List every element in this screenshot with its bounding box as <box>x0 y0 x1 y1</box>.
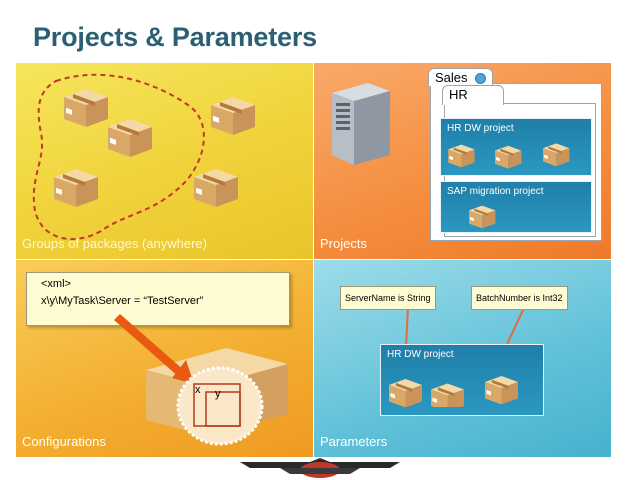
package-box-icon <box>64 89 108 127</box>
package-box-icon <box>211 97 255 135</box>
packages-panel: Groups of packages (anywhere) <box>16 63 313 259</box>
footer-logo <box>240 458 400 478</box>
project-packages <box>448 143 570 169</box>
configurations-panel: <xml> x\y\MyTask\Server = “TestServer” x… <box>16 260 313 457</box>
xml-line-1: <xml> <box>41 278 71 290</box>
package-box-icon <box>469 205 496 229</box>
hr-folder-tab: HR <box>442 85 504 105</box>
projects-label: Projects <box>320 236 367 251</box>
diagram-letter-x: x <box>195 384 201 396</box>
package-box-icon <box>495 145 522 169</box>
package-box-icon <box>54 169 98 207</box>
server-icon <box>332 83 390 165</box>
package-box-icon <box>431 383 464 407</box>
project-title: HR DW project <box>387 349 454 360</box>
package-box-icon <box>389 379 422 407</box>
configurations-label: Configurations <box>22 434 106 449</box>
project-title: HR DW project <box>447 123 514 134</box>
project-title: SAP migration project <box>447 186 544 197</box>
project-box-hr-dw: HR DW project <box>440 118 592 176</box>
sales-folder-tab: Sales <box>428 68 494 86</box>
project-box-sap: SAP migration project <box>440 181 592 233</box>
packages-illustration <box>32 73 255 240</box>
package-group-outline <box>32 73 205 240</box>
xml-line-2: x\y\MyTask\Server = “TestServer” <box>41 295 204 307</box>
project-box-hr-dw-params: HR DW project <box>380 344 544 416</box>
hr-folder-label: HR <box>449 87 468 102</box>
package-box-icon <box>485 376 518 405</box>
package-box-icon <box>108 119 152 157</box>
param-note-batchnumber: BatchNumber is Int32 <box>471 286 568 310</box>
slide-title: Projects & Parameters <box>33 22 317 52</box>
projects-panel: Sales HR HR DW project SAP migration pro… <box>314 63 611 259</box>
zoom-circle <box>176 366 264 446</box>
sales-folder-label: Sales <box>435 70 468 85</box>
xml-config-note: <xml> x\y\MyTask\Server = “TestServer” <box>26 272 290 326</box>
parameters-label: Parameters <box>320 434 388 449</box>
configuration-illustration <box>114 314 288 446</box>
package-box-icon <box>543 143 570 167</box>
arrow-icon <box>114 314 186 378</box>
packages-label: Groups of packages (anywhere) <box>22 236 207 251</box>
lock-icon <box>475 73 487 85</box>
diagram-letter-y: y <box>215 388 221 400</box>
param-note-servername: ServerName is String <box>340 286 436 310</box>
project-packages <box>469 205 496 229</box>
package-box-icon <box>194 169 238 207</box>
project-packages <box>389 376 518 407</box>
parameters-panel: ServerName is String BatchNumber is Int3… <box>314 260 611 457</box>
package-box-icon <box>448 144 475 168</box>
